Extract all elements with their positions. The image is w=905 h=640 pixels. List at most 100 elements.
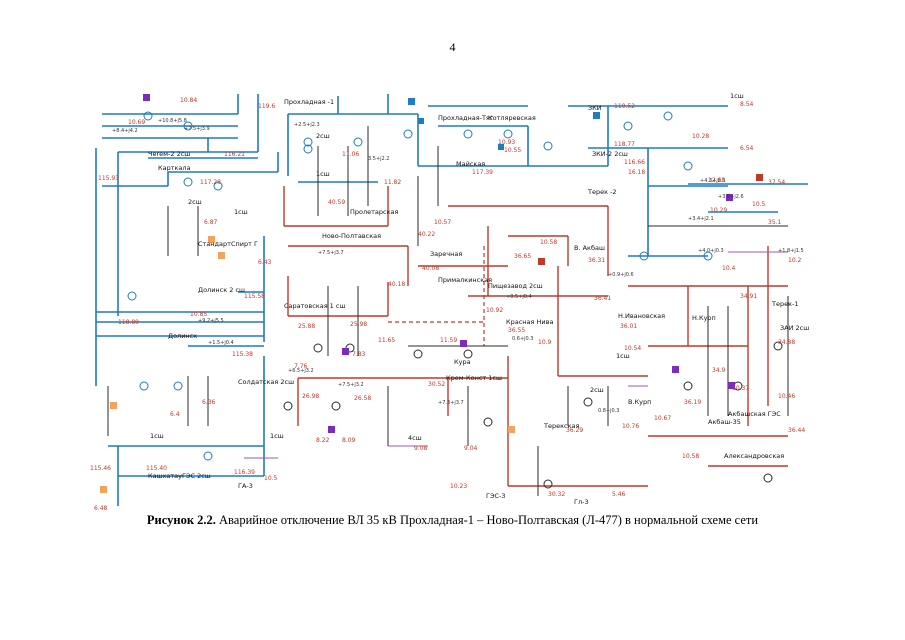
bus-label: 2сш (316, 132, 330, 140)
label-standardspirt: СтандартСпирт Г (198, 240, 258, 248)
voltage-value: 10.69 (128, 119, 145, 126)
label-dolinsk: Долинск (168, 332, 197, 340)
power-flow: +2.5+j2.3 (294, 122, 320, 128)
power-flow: +8.4+j4.2 (112, 128, 138, 134)
bus-label: 1сш (316, 170, 330, 178)
power-flow: 0.6+j0.3 (512, 336, 533, 342)
power-flow: +0.9+j0.6 (608, 272, 634, 278)
voltage-value: 36.65 (514, 253, 531, 260)
voltage-value: 115.58 (244, 293, 265, 300)
voltage-value: 36.55 (508, 327, 525, 334)
label-soldatskaya: Солдатская 2сш (238, 378, 294, 386)
label-krasnaya-niva: Красная Нива (506, 318, 553, 326)
bus-label: 2сш (590, 386, 604, 394)
voltage-value: 10.57 (434, 219, 451, 226)
voltage-value: 10.58 (682, 453, 699, 460)
voltage-value: 6.54 (740, 145, 754, 152)
voltage-value: 36.29 (566, 427, 583, 434)
label-kashkhatau: КашхатауГЭС 2сш (148, 472, 211, 480)
voltage-value: 117.39 (472, 169, 493, 176)
power-flow: +7.5+j3.7 (318, 250, 344, 256)
voltage-value: 34.9 (712, 367, 726, 374)
voltage-value: 10.23 (450, 483, 467, 490)
voltage-value: 10.37 (732, 385, 749, 392)
label-kartkala: Карткала (158, 164, 191, 172)
label-dolinsk2: Долинск 2 сш (198, 286, 245, 294)
voltage-value: 40.18 (388, 281, 405, 288)
voltage-value: 119.52 (614, 103, 635, 110)
voltage-value: 36.44 (788, 427, 805, 434)
voltage-value: 10.67 (654, 415, 671, 422)
power-flow: +4.3+j2.1 (700, 178, 726, 184)
label-n-ivanovskaya: Н.Ивановская (618, 312, 665, 320)
power-flow: 3.5+j2.2 (368, 156, 389, 162)
label-aleksandrovskaya: Александровская (724, 452, 784, 460)
voltage-value: 6.48 (94, 505, 108, 512)
bus-section-labels: 1сш 2сш 1сш 2сш 1сш 4сш 1сш 1сш 2сш 1сш (150, 92, 744, 442)
voltage-value: 118.89 (118, 319, 139, 326)
label-kura: Кура (454, 358, 471, 366)
voltage-value: 5.46 (612, 491, 626, 498)
label-chegem2: Чеrем-2 2сш (148, 150, 190, 158)
bus-label: 2сш (188, 198, 202, 206)
voltage-value: 10.92 (486, 307, 503, 314)
voltage-value: 115.46 (90, 465, 111, 472)
voltage-value: 30.52 (428, 381, 445, 388)
auxiliary-lines (107, 126, 789, 496)
label-zki: ЗКИ (588, 104, 602, 112)
transformer-icons-dark (283, 341, 783, 489)
power-flow: +9.2+j5.5 (198, 318, 224, 324)
voltage-value: 9.04 (464, 445, 478, 452)
label-kotlyarevskaya: Котляревская (488, 114, 536, 122)
power-flow: 0.8+j0.3 (598, 408, 619, 414)
label-terekskaya: Терекская (543, 422, 580, 430)
voltage-value: 30.32 (548, 491, 565, 498)
voltage-value: 8.09 (342, 437, 356, 444)
voltage-value: 36.41 (594, 295, 611, 302)
label-prokhladnaya1: Прохладная -1 (284, 98, 334, 106)
bus-label: 1сш (150, 432, 164, 440)
voltage-value: 36.19 (684, 399, 701, 406)
voltage-value: 11.82 (384, 179, 401, 186)
voltage-value: 117.28 (200, 179, 221, 186)
bus-label: 1сш (270, 432, 284, 440)
voltage-value: 10.4 (722, 265, 736, 272)
power-flow: +6.5+j3.2 (288, 368, 314, 374)
power-flow: +3.4+j2.1 (688, 216, 714, 222)
voltage-value: 115.93 (98, 175, 119, 182)
label-zai2: ЗАИ 2сш (780, 324, 809, 332)
voltage-value: 116.39 (234, 469, 255, 476)
bus-label: 1сш (616, 352, 630, 360)
power-flow: +7.3+j3.7 (438, 400, 464, 406)
voltage-value: 10.85 (190, 311, 207, 318)
disconnected-line (388, 246, 485, 346)
voltage-value: 40.59 (328, 199, 345, 206)
voltage-value: 116.21 (224, 151, 245, 158)
voltage-value: 26.98 (302, 393, 319, 400)
marker-squares (100, 94, 763, 493)
label-mayskaya: Майская (456, 160, 485, 168)
voltage-value: 11.65 (378, 337, 395, 344)
bus-110kv-network (95, 94, 808, 506)
label-kremkonst: Крем-Конст 1сш (446, 374, 502, 382)
voltage-value: 10.46 (778, 393, 795, 400)
voltage-value: 10.93 (498, 139, 515, 146)
voltage-value: 115.38 (232, 351, 253, 358)
voltage-value: 10.58 (540, 239, 557, 246)
label-novopoltavskaya: Ново-Полтавская (322, 232, 381, 240)
label-terek1: Терек-1 (771, 300, 799, 308)
voltage-value: 16.18 (628, 169, 645, 176)
substation-labels: Прохладная -1 Чеrем-2 2сш Карткала Майск… (148, 98, 809, 506)
voltage-value: 34.91 (740, 293, 757, 300)
voltage-value: 25.88 (298, 323, 315, 330)
voltage-value: 10.5 (264, 475, 278, 482)
voltage-value: 6.87 (204, 219, 218, 226)
label-akbash35: Акбаш-35 (708, 418, 741, 426)
voltage-value: 116.66 (624, 159, 645, 166)
bus-35kv-network (283, 186, 788, 487)
voltage-value: 6.43 (258, 259, 272, 266)
voltage-value: 34.88 (778, 339, 795, 346)
voltage-value: 36.31 (588, 257, 605, 264)
voltage-value: 37.54 (768, 179, 785, 186)
bus-label: 1сш (234, 208, 248, 216)
